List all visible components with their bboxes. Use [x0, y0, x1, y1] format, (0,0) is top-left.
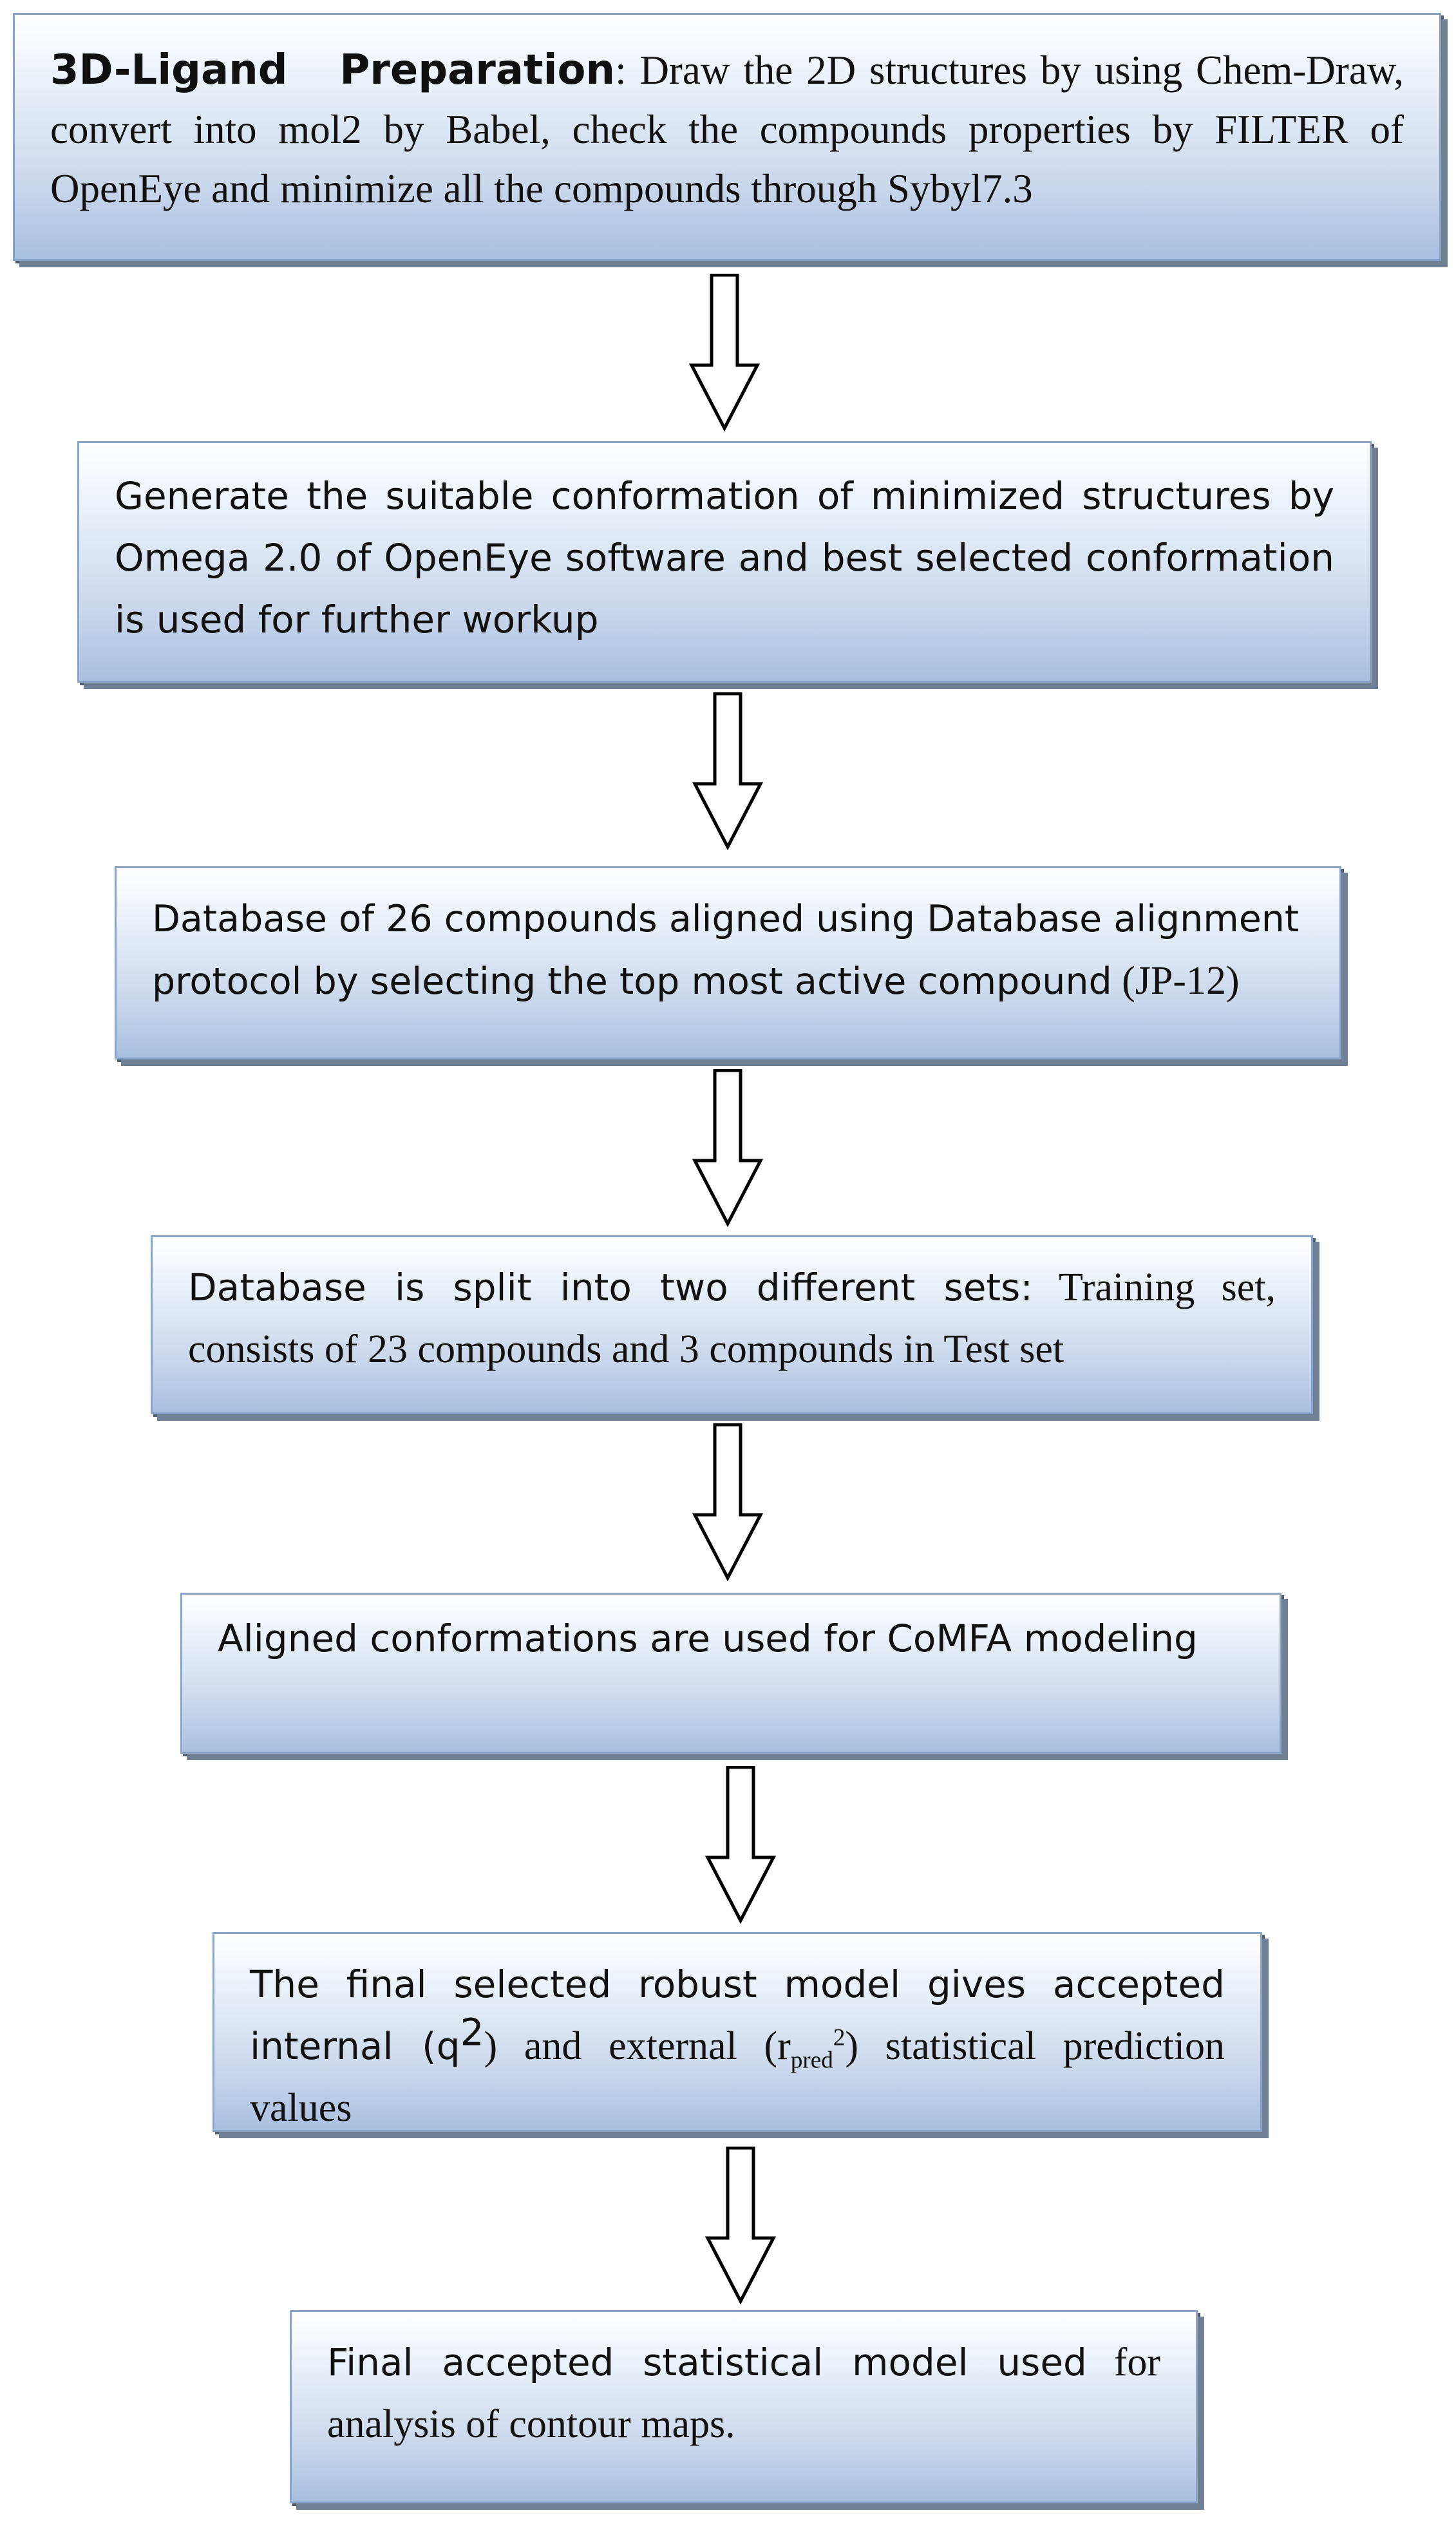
step-text-end: for analysis of contour maps.: [327, 2340, 1161, 2446]
down-arrow-icon: [689, 274, 760, 432]
step-model-validation: The final selected robust model gives ac…: [213, 1932, 1262, 2132]
step-text: Final accepted statistical model used: [327, 2340, 1087, 2384]
down-arrow-icon: [692, 1423, 763, 1581]
step-text-id: (JP-12): [1111, 959, 1240, 1003]
r2-superscript: 2: [833, 2024, 846, 2051]
step-text: Draw the 2D structures by using Chem-Dra…: [50, 48, 1404, 211]
step-text: Aligned conformations are used for CoMFA…: [218, 1617, 1198, 1660]
step-contour-analysis: Final accepted statistical model used fo…: [290, 2310, 1198, 2503]
step-text: Generate the suitable conformation of mi…: [115, 474, 1334, 641]
step-ligand-preparation: 3D-Ligand Preparation: Draw the 2D struc…: [13, 13, 1441, 261]
step-text-external: ) and external (r: [484, 2024, 791, 2068]
step-conformation-generation: Generate the suitable conformation of mi…: [77, 441, 1372, 683]
step-comfa-modeling: Aligned conformations are used for CoMFA…: [180, 1593, 1281, 1754]
step-text-detail: Training set, consists of 23 compounds a…: [188, 1266, 1276, 1371]
q2-superscript: 2: [460, 2010, 484, 2054]
step-title-preparation: Preparation: [339, 46, 616, 94]
step-text: The final selected robust model gives ac…: [250, 1962, 1225, 2068]
down-arrow-icon: [692, 1069, 763, 1227]
down-arrow-icon: [705, 1766, 776, 1924]
step-text-end: ) statistical prediction values: [250, 2024, 1225, 2130]
pred-subscript: pred: [790, 2047, 833, 2074]
step-dataset-split: Database is split into two different set…: [151, 1235, 1313, 1414]
step-text: Database is split into two different set…: [188, 1266, 1033, 1309]
step-title-3d-ligand: 3D-Ligand: [50, 46, 288, 94]
step-title-colon: :: [615, 48, 627, 93]
step-database-alignment: Database of 26 compounds aligned using D…: [115, 866, 1341, 1059]
down-arrow-icon: [705, 2147, 776, 2304]
step-text: Database of 26 compounds aligned using D…: [152, 898, 1300, 1003]
down-arrow-icon: [692, 692, 763, 850]
